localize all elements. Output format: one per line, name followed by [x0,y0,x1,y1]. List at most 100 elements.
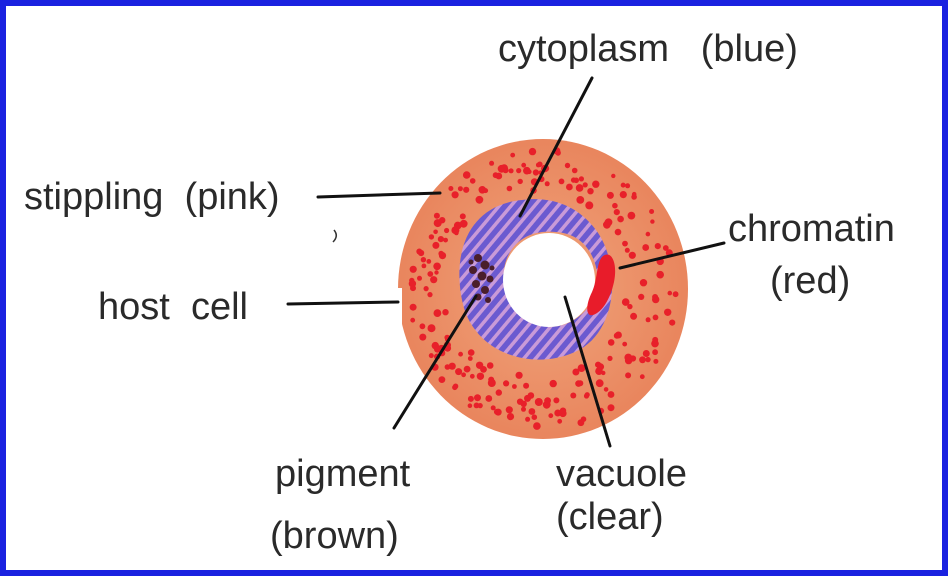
stippling-dot [474,403,480,409]
stippling-dot [487,362,494,369]
stippling-dot [455,368,462,375]
stippling-dot [454,222,462,230]
stippling-dot [596,379,604,387]
host-cell-notch [392,288,402,328]
stippling-dot [429,353,434,358]
stippling-dot [516,168,521,173]
stippling-dot [646,232,651,237]
stippling-dot [615,334,620,339]
stippling-dot [458,186,463,191]
stippling-dot [426,259,431,264]
stippling-dot [573,178,579,184]
stippling-dot [510,153,515,158]
stippling-dot [485,395,492,402]
stippling-dot [621,183,626,188]
stippling-dot [507,413,514,420]
stippling-dot [432,342,439,349]
stippling-dot [477,373,484,380]
stippling-dot [548,413,553,418]
stippling-dot [433,263,441,271]
stippling-dot [604,387,609,392]
stippling-dot [572,168,578,174]
leader-host-cell [288,302,398,304]
stippling-dot [452,191,459,198]
stippling-dot [468,403,473,408]
label-cytoplasm: cytoplasm (blue) [498,30,798,68]
stippling-dot [449,363,456,370]
label-pigment: pigment [275,455,410,493]
stippling-dot [521,163,526,168]
leader-stippling [318,193,440,197]
stippling-dot [566,184,573,191]
stippling-dot [439,217,445,223]
stippling-dot [587,188,593,194]
stippling-dot [420,323,426,329]
stippling-dot [525,417,530,422]
stippling-dot [592,181,599,188]
stippling-dot [611,174,615,178]
stippling-dot [468,356,473,361]
stippling-dot [495,173,502,180]
stippling-dot [533,169,539,175]
stippling-dot [668,291,673,296]
stippling-dot [664,309,671,316]
stippling-dot [434,309,442,317]
stippling-dot [585,201,593,209]
stippling-dot [615,229,622,236]
stippling-dot [419,334,426,341]
stippling-dot [532,414,538,420]
stippling-dot [652,349,658,355]
stippling-dot [418,250,424,256]
stippling-dot [545,181,550,186]
stippling-dot [673,291,679,297]
stippling-dot [653,315,659,321]
stippling-dot [553,397,559,403]
stippling-dot [643,350,650,357]
stippling-dot [612,203,618,209]
stippling-dot [444,228,449,233]
stippling-dot [535,398,543,406]
stippling-dot [608,404,615,411]
stippling-dot [656,271,664,279]
stippling-dot [476,196,484,204]
stippling-dot [639,356,646,363]
stippling-dot [496,389,502,395]
stippling-dot [640,374,645,379]
stippling-dot [422,264,427,269]
stippling-dot [516,372,523,379]
stippling-dot [476,362,483,369]
stippling-dot [603,221,611,229]
stippling-dot [543,401,551,409]
stippling-dot [464,366,471,373]
stippling-dot [427,292,432,297]
stippling-dot [638,294,644,300]
stippling-dot [417,276,422,281]
stippling-dot [557,419,562,424]
stippling-dot [438,236,444,242]
label-host-cell: host cell [98,288,248,326]
stippling-dot [570,393,576,399]
stippling-dot [410,266,417,273]
stippling-dot [608,391,615,398]
stippling-dot [410,318,415,323]
stippling-dot [565,163,570,168]
stippling-dot [506,406,513,413]
label-chromatin-color: (red) [770,262,850,300]
stippling-dot [439,376,446,383]
stippling-dot [463,171,471,179]
stippling-dot [628,212,636,220]
stippling-dot [652,296,659,303]
stippling-dot [488,379,496,387]
stippling-dot [533,422,541,430]
stippling-dot [470,374,475,379]
stippling-dot [512,384,517,389]
stippling-dot [489,161,494,166]
stippling-dot [433,230,438,235]
stippling-dot [646,317,651,322]
stippling-dot [468,349,475,356]
stippling-dot [518,179,523,184]
stippling-dot [529,148,536,155]
stippling-dot [579,176,584,181]
stippling-dot [470,178,476,184]
stippling-dot [461,372,466,377]
